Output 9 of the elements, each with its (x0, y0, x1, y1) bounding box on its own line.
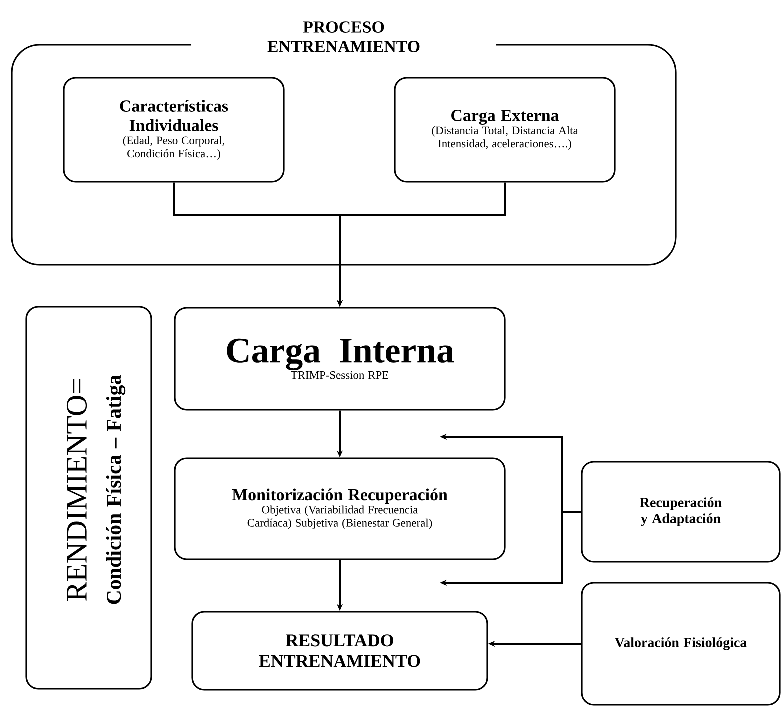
formula-box: RENDIMIENTO= Condición Física – Fatiga (26, 306, 152, 690)
node-label: PROCESO (303, 22, 384, 33)
process-box: Valoración Fisiológica (581, 582, 781, 706)
process-box: Características Individuales (Edad, Peso Corporal, Condición Física…) (63, 77, 285, 183)
process-box: Carga Interna TRIMP-Session RPE (174, 307, 506, 411)
process-box: Monitorización Recuperación Objetiva (Variabilidad Frecuencia Cardíaca) Subjetiva (Bienestar General) (174, 458, 506, 560)
process-box: Carga Externa (Distancia Total, Distancia Alta Intensidad, aceleraciones….) (394, 77, 616, 183)
process-box: RESULTADO ENTRENAMIENTO (192, 611, 488, 691)
process-box: Recuperación y Adaptación (581, 461, 781, 563)
